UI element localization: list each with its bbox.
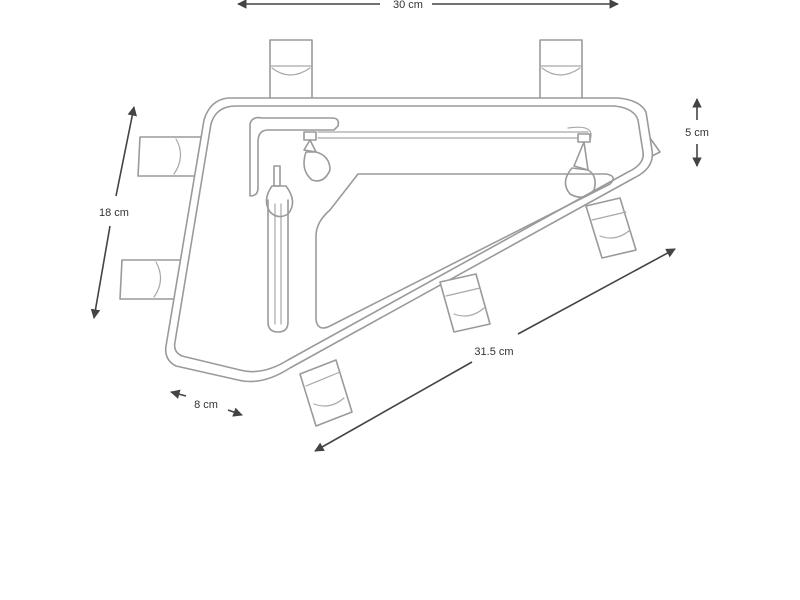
bottom-strap-rear [585, 197, 637, 259]
dimension-bottom-length: 31.5 cm [314, 248, 676, 452]
zipper-pull-top [303, 131, 331, 182]
vertical-zipper [267, 199, 289, 333]
dimension-label-depth: 8 cm [194, 399, 218, 411]
zipper-pull-left [265, 165, 294, 218]
bottom-strap-front [299, 359, 353, 427]
dimension-top-width: 30 cm [237, 0, 619, 11]
dimension-label-top-width: 30 cm [393, 0, 423, 11]
dimension-depth: 8 cm [170, 389, 243, 417]
top-strap-rear [539, 39, 583, 101]
zipper-pull-rear [564, 133, 596, 198]
dimension-front-height: 18 cm [90, 106, 137, 319]
dimension-label-rear-height: 5 cm [685, 127, 709, 139]
bag-body-inner-edge [173, 105, 645, 373]
dimension-rear-height: 5 cm [685, 98, 709, 167]
dimension-label-front-height: 18 cm [99, 207, 129, 219]
dimension-label-bottom-length: 31.5 cm [474, 346, 513, 358]
top-strap-front [269, 39, 313, 101]
bottom-strap-middle [439, 273, 491, 333]
zipper-panel [249, 116, 614, 329]
front-strap-upper [137, 136, 205, 177]
